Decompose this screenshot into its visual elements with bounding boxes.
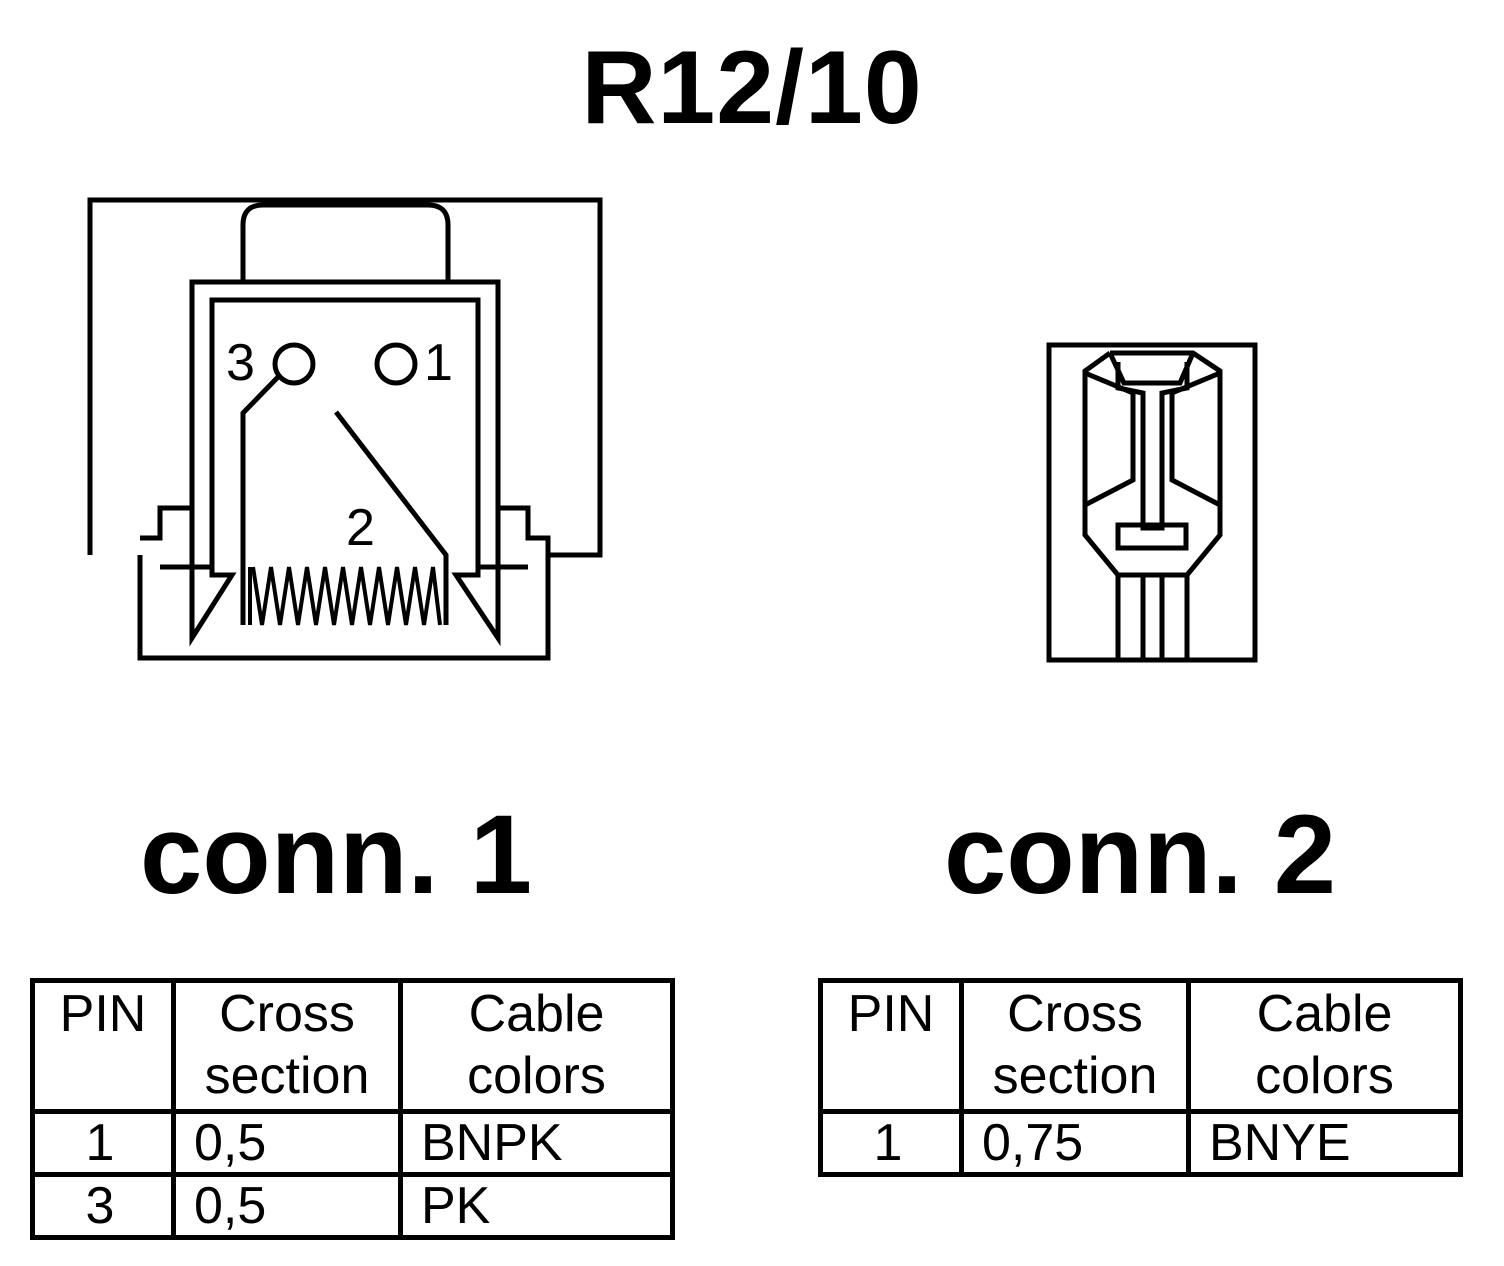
connector-2-outer-body — [1082, 350, 1223, 658]
connector-1-spring-contact — [248, 566, 442, 626]
header-pin-text: PIN — [847, 985, 935, 1043]
cell-cable-color: BNPK — [398, 1109, 675, 1177]
table-header-row: PIN Cross section Cable colors — [30, 978, 675, 1114]
header-cross-line-2: section — [204, 1047, 370, 1105]
connector-1-housing — [87, 197, 603, 558]
connector-2-left-wedge — [1083, 370, 1136, 508]
connector-2-right-wedge — [1169, 370, 1222, 508]
header-cross-line-1: Cross — [1007, 985, 1143, 1043]
connector-2-cable-lines — [1118, 572, 1187, 658]
header-cable-colors: Cable colors — [1186, 978, 1463, 1114]
diagram-title: R12/10 — [581, 30, 923, 146]
header-cross-section: Cross section — [171, 978, 403, 1114]
connector-1-pin-3 — [272, 342, 316, 386]
header-colors-line-1: Cable — [468, 985, 605, 1043]
cell-cross-section: 0,5 — [171, 1109, 403, 1177]
table-row: 3 0,5 PK — [30, 1172, 675, 1240]
cell-pin: 3 — [30, 1172, 176, 1240]
cell-pin: 1 — [30, 1109, 176, 1177]
connector-2-label: conn. 2 — [944, 792, 1337, 917]
header-colors-line-2: colors — [467, 1047, 606, 1105]
header-cross-section: Cross section — [959, 978, 1191, 1114]
connector-2-pin-block — [1115, 522, 1189, 551]
connector-1-left-lug — [140, 505, 192, 541]
connector-2-housing — [1046, 342, 1258, 663]
connector-1-base — [137, 505, 551, 661]
connector-1-pin-1 — [374, 342, 418, 386]
connector-2-center-blade — [1115, 362, 1190, 531]
connector-1-inner-frame — [189, 279, 501, 647]
connector-1-pin-label-1: 1 — [424, 334, 453, 392]
header-pin: PIN — [818, 978, 964, 1114]
connector-1-pin-label-2: 2 — [346, 499, 375, 557]
connector-2-drawing — [1046, 342, 1258, 663]
table-row: 1 0,5 BNPK — [30, 1109, 675, 1177]
connector-1-drawing: 3 1 2 — [87, 197, 603, 661]
cell-cross-section: 0,75 — [959, 1109, 1191, 1177]
connector-2-pin-table: PIN Cross section Cable colors 1 0,75 BN… — [818, 978, 1463, 1177]
connector-2-top-notch — [1107, 351, 1196, 386]
connector-1-pin-table: PIN Cross section Cable colors 1 0,5 BNP… — [30, 978, 675, 1240]
connector-1-pin-label-3: 3 — [226, 334, 255, 392]
connector-1-pin-2-wire — [334, 410, 449, 625]
cell-cross-section: 0,5 — [171, 1172, 403, 1240]
header-colors-line-2: colors — [1255, 1047, 1394, 1105]
cell-cable-color: PK — [398, 1172, 675, 1240]
connector-1-label: conn. 1 — [140, 792, 533, 917]
header-cable-colors: Cable colors — [398, 978, 675, 1114]
table-row: 1 0,75 BNYE — [818, 1109, 1463, 1177]
cell-pin: 1 — [818, 1109, 964, 1177]
header-cross-line-1: Cross — [219, 985, 355, 1043]
cell-cable-color: BNYE — [1186, 1109, 1463, 1177]
header-pin: PIN — [30, 978, 176, 1114]
connector-1-latch — [240, 202, 451, 280]
table-header-row: PIN Cross section Cable colors — [818, 978, 1463, 1114]
header-pin-text: PIN — [59, 985, 147, 1043]
header-colors-line-1: Cable — [1256, 985, 1393, 1043]
header-cross-line-2: section — [992, 1047, 1158, 1105]
connector-1-pin-3-wire — [240, 374, 281, 625]
